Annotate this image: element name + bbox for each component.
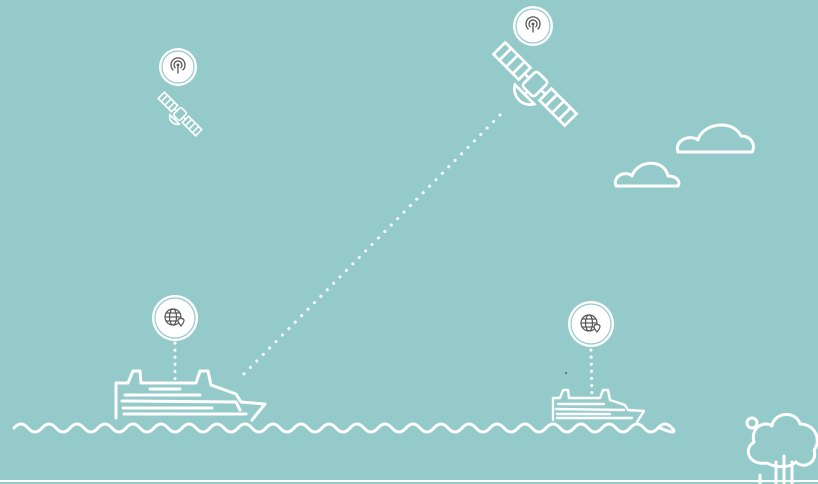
ship-location-badge-small	[568, 301, 614, 347]
satellite-signal-badge-large	[513, 6, 553, 46]
decorative-dot	[565, 372, 567, 374]
satellite-signal-badge-small	[159, 48, 197, 86]
ship-location-badge-large	[152, 295, 198, 341]
